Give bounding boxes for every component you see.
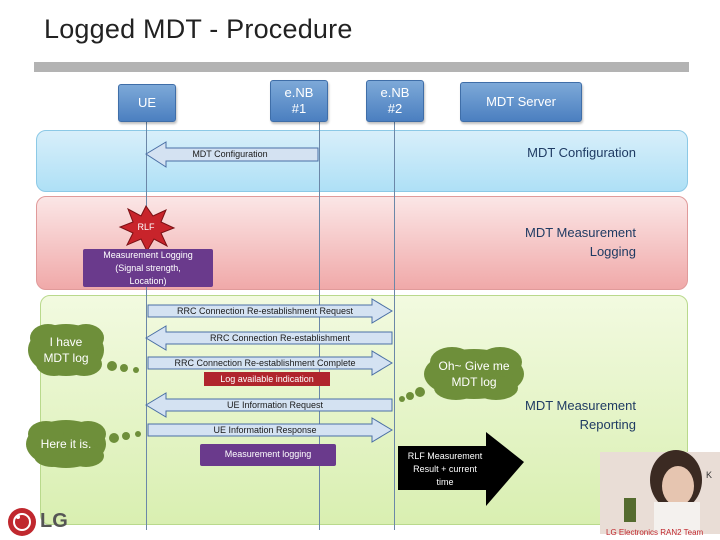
- log-available-indication: Log available indication: [204, 372, 330, 386]
- title-underline: [34, 62, 689, 72]
- mdt-server-label: MDT Server: [486, 94, 556, 109]
- ue-info-response-label: UE Information Response: [213, 425, 317, 435]
- give-me-cloud: Oh~ Give me MDT log: [438, 359, 510, 389]
- lg-logo-mark: [8, 508, 36, 536]
- ue-info-request-label: UE Information Request: [226, 400, 324, 410]
- rrc-complete-arrow: [147, 350, 393, 376]
- configuration-band-title: MDT Configuration: [527, 145, 636, 160]
- rlf-note-arrow: [398, 432, 524, 506]
- have-log-cloud: I have MDT log: [43, 335, 89, 365]
- measurement-logging-box: Measurement Logging (Signal strength, Lo…: [83, 249, 213, 287]
- rrc-complete-label: RRC Connection Re-establishment Complete: [174, 358, 356, 368]
- measurement-logging-response: Measurement logging: [200, 444, 336, 466]
- rrc-request-label: RRC Connection Re-establishment Request: [176, 306, 354, 316]
- ue-entity: UE: [118, 84, 176, 122]
- logging-band-title: MDT Measurement Logging: [524, 225, 636, 259]
- rlf-label: RLF: [137, 222, 155, 232]
- here-cloud-shape: [26, 420, 141, 468]
- footer-team: LG Electronics RAN2 Team: [606, 528, 704, 537]
- ue-entity-label: UE: [137, 95, 157, 110]
- give-me-cloud-shape: [399, 347, 524, 402]
- here-cloud: Here it is.: [40, 437, 92, 451]
- enb1-entity-label: e.NB #1: [284, 85, 314, 116]
- enb2-lifeline: [394, 110, 395, 530]
- photo-caption: K: [706, 470, 713, 480]
- have-log-cloud-shape: [28, 324, 139, 376]
- mdt-config-arrow: [145, 141, 319, 168]
- rrc-request-arrow: [147, 298, 393, 324]
- mdt-server-entity: MDT Server: [460, 82, 582, 122]
- enb1-entity: e.NB #1: [270, 80, 328, 122]
- rrc-reestablishment-arrow: [145, 325, 393, 351]
- rlf-measurement-note: RLF Measurement Result + current time: [407, 451, 483, 487]
- configuration-band: [36, 130, 688, 192]
- enb2-entity-label: e.NB #2: [380, 85, 410, 116]
- rrc-reestablishment-label: RRC Connection Re-establishment: [209, 333, 351, 343]
- ue-info-request-arrow: [145, 392, 393, 418]
- ue-info-response-arrow: [147, 417, 393, 443]
- reporting-band-title: MDT Measurement Reporting: [524, 398, 636, 432]
- enb2-entity: e.NB #2: [366, 80, 424, 122]
- mdt-config-label: MDT Configuration: [192, 149, 268, 159]
- page-title: Logged MDT - Procedure: [44, 14, 353, 44]
- lg-logo-text: LG: [40, 510, 68, 532]
- enb1-lifeline: [319, 110, 320, 530]
- ue-lifeline: [146, 110, 147, 530]
